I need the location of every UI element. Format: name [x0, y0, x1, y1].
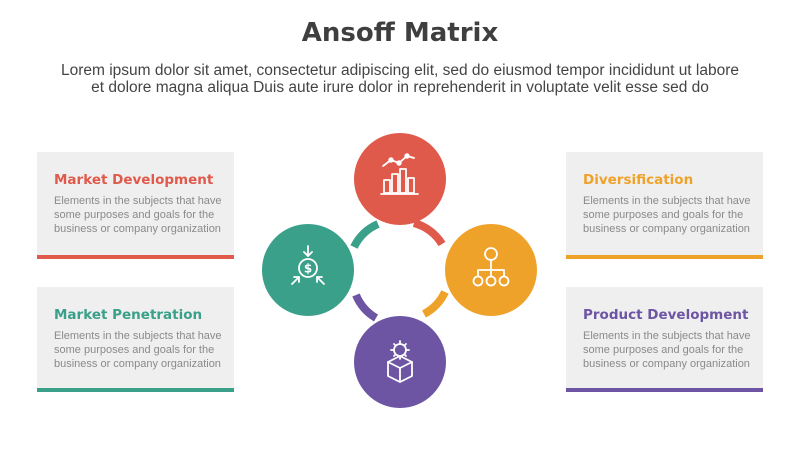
card-title: Product Development — [583, 307, 749, 323]
card-product-development: Product Development Elements in the subj… — [566, 287, 763, 392]
subtitle-line-2: et dolore magna aliqua Duis aute irure d… — [91, 79, 709, 96]
connector-arc-teal — [350, 220, 380, 249]
card-title: Market Development — [54, 172, 214, 188]
card-desc-line: Elements in the subjects that have — [54, 330, 222, 342]
subtitle-line-1: Lorem ipsum dolor sit amet, consectetur … — [60, 62, 740, 79]
connector-arc-purple — [352, 293, 379, 322]
circle-purple — [354, 316, 446, 408]
card-desc-line: Elements in the subjects that have — [54, 195, 222, 207]
card-diversification: Diversification Elements in the subjects… — [566, 152, 763, 259]
card-market-penetration: Market Penetration Elements in the subje… — [37, 287, 234, 392]
card-description: Elements in the subjects that have some … — [583, 329, 758, 371]
card-description: Elements in the subjects that have some … — [583, 194, 758, 236]
money-inflow-icon: $ — [291, 245, 325, 285]
card-description: Elements in the subjects that have some … — [54, 329, 229, 371]
connector-arc-red — [412, 219, 446, 247]
card-desc-line: some purposes and goals for the — [54, 344, 215, 356]
circle-red — [354, 133, 446, 225]
product-box-gear-icon — [387, 340, 413, 383]
page-title: Ansoff Matrix — [301, 18, 499, 48]
hierarchy-icon — [472, 247, 510, 287]
card-accent-bar — [566, 388, 763, 392]
card-desc-line: some purposes and goals for the — [583, 209, 744, 221]
card-desc-line: business or company organization — [54, 358, 221, 370]
page-subtitle: Lorem ipsum dolor sit amet, consectetur … — [30, 62, 770, 96]
card-title: Diversification — [583, 172, 694, 188]
card-desc-line: business or company organization — [583, 358, 750, 370]
growth-chart-icon — [380, 153, 419, 195]
card-desc-line: business or company organization — [583, 223, 750, 235]
card-description: Elements in the subjects that have some … — [54, 194, 229, 236]
card-accent-bar — [37, 388, 234, 392]
card-desc-line: some purposes and goals for the — [583, 344, 744, 356]
card-market-development: Market Development Elements in the subje… — [37, 152, 234, 259]
card-accent-bar — [566, 255, 763, 259]
card-desc-line: some purposes and goals for the — [54, 209, 215, 221]
card-desc-line: Elements in the subjects that have — [583, 330, 751, 342]
card-desc-line: Elements in the subjects that have — [583, 195, 751, 207]
circle-teal: $ — [262, 224, 354, 316]
card-desc-line: business or company organization — [54, 223, 221, 235]
connector-arc-orange — [421, 290, 449, 318]
card-title: Market Penetration — [54, 307, 203, 323]
svg-text:$: $ — [304, 262, 312, 276]
card-accent-bar — [37, 255, 234, 259]
circle-orange — [445, 224, 537, 316]
